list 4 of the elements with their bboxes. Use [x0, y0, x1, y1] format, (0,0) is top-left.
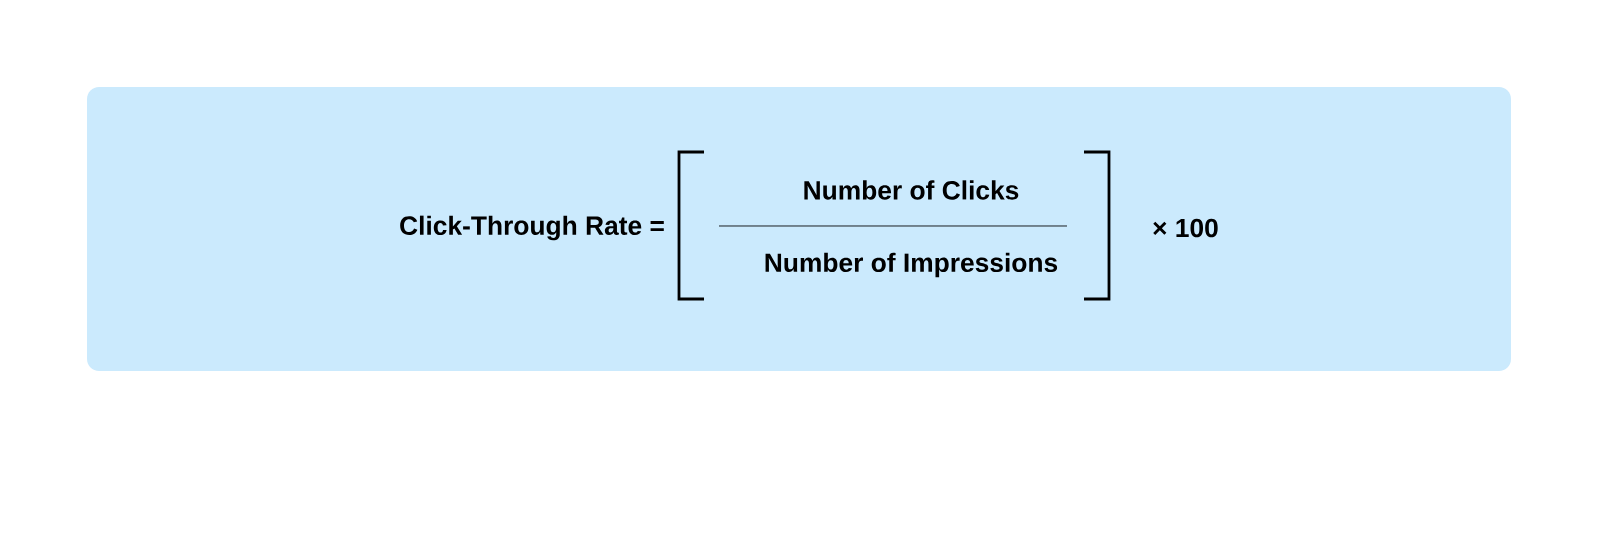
multiplier-text: × 100	[1153, 218, 1218, 238]
denominator-text: Number of Impressions	[765, 252, 1058, 278]
formula-term: Click-Through Rate =	[400, 215, 664, 241]
numerator-text: Number of Clicks	[804, 180, 1019, 200]
